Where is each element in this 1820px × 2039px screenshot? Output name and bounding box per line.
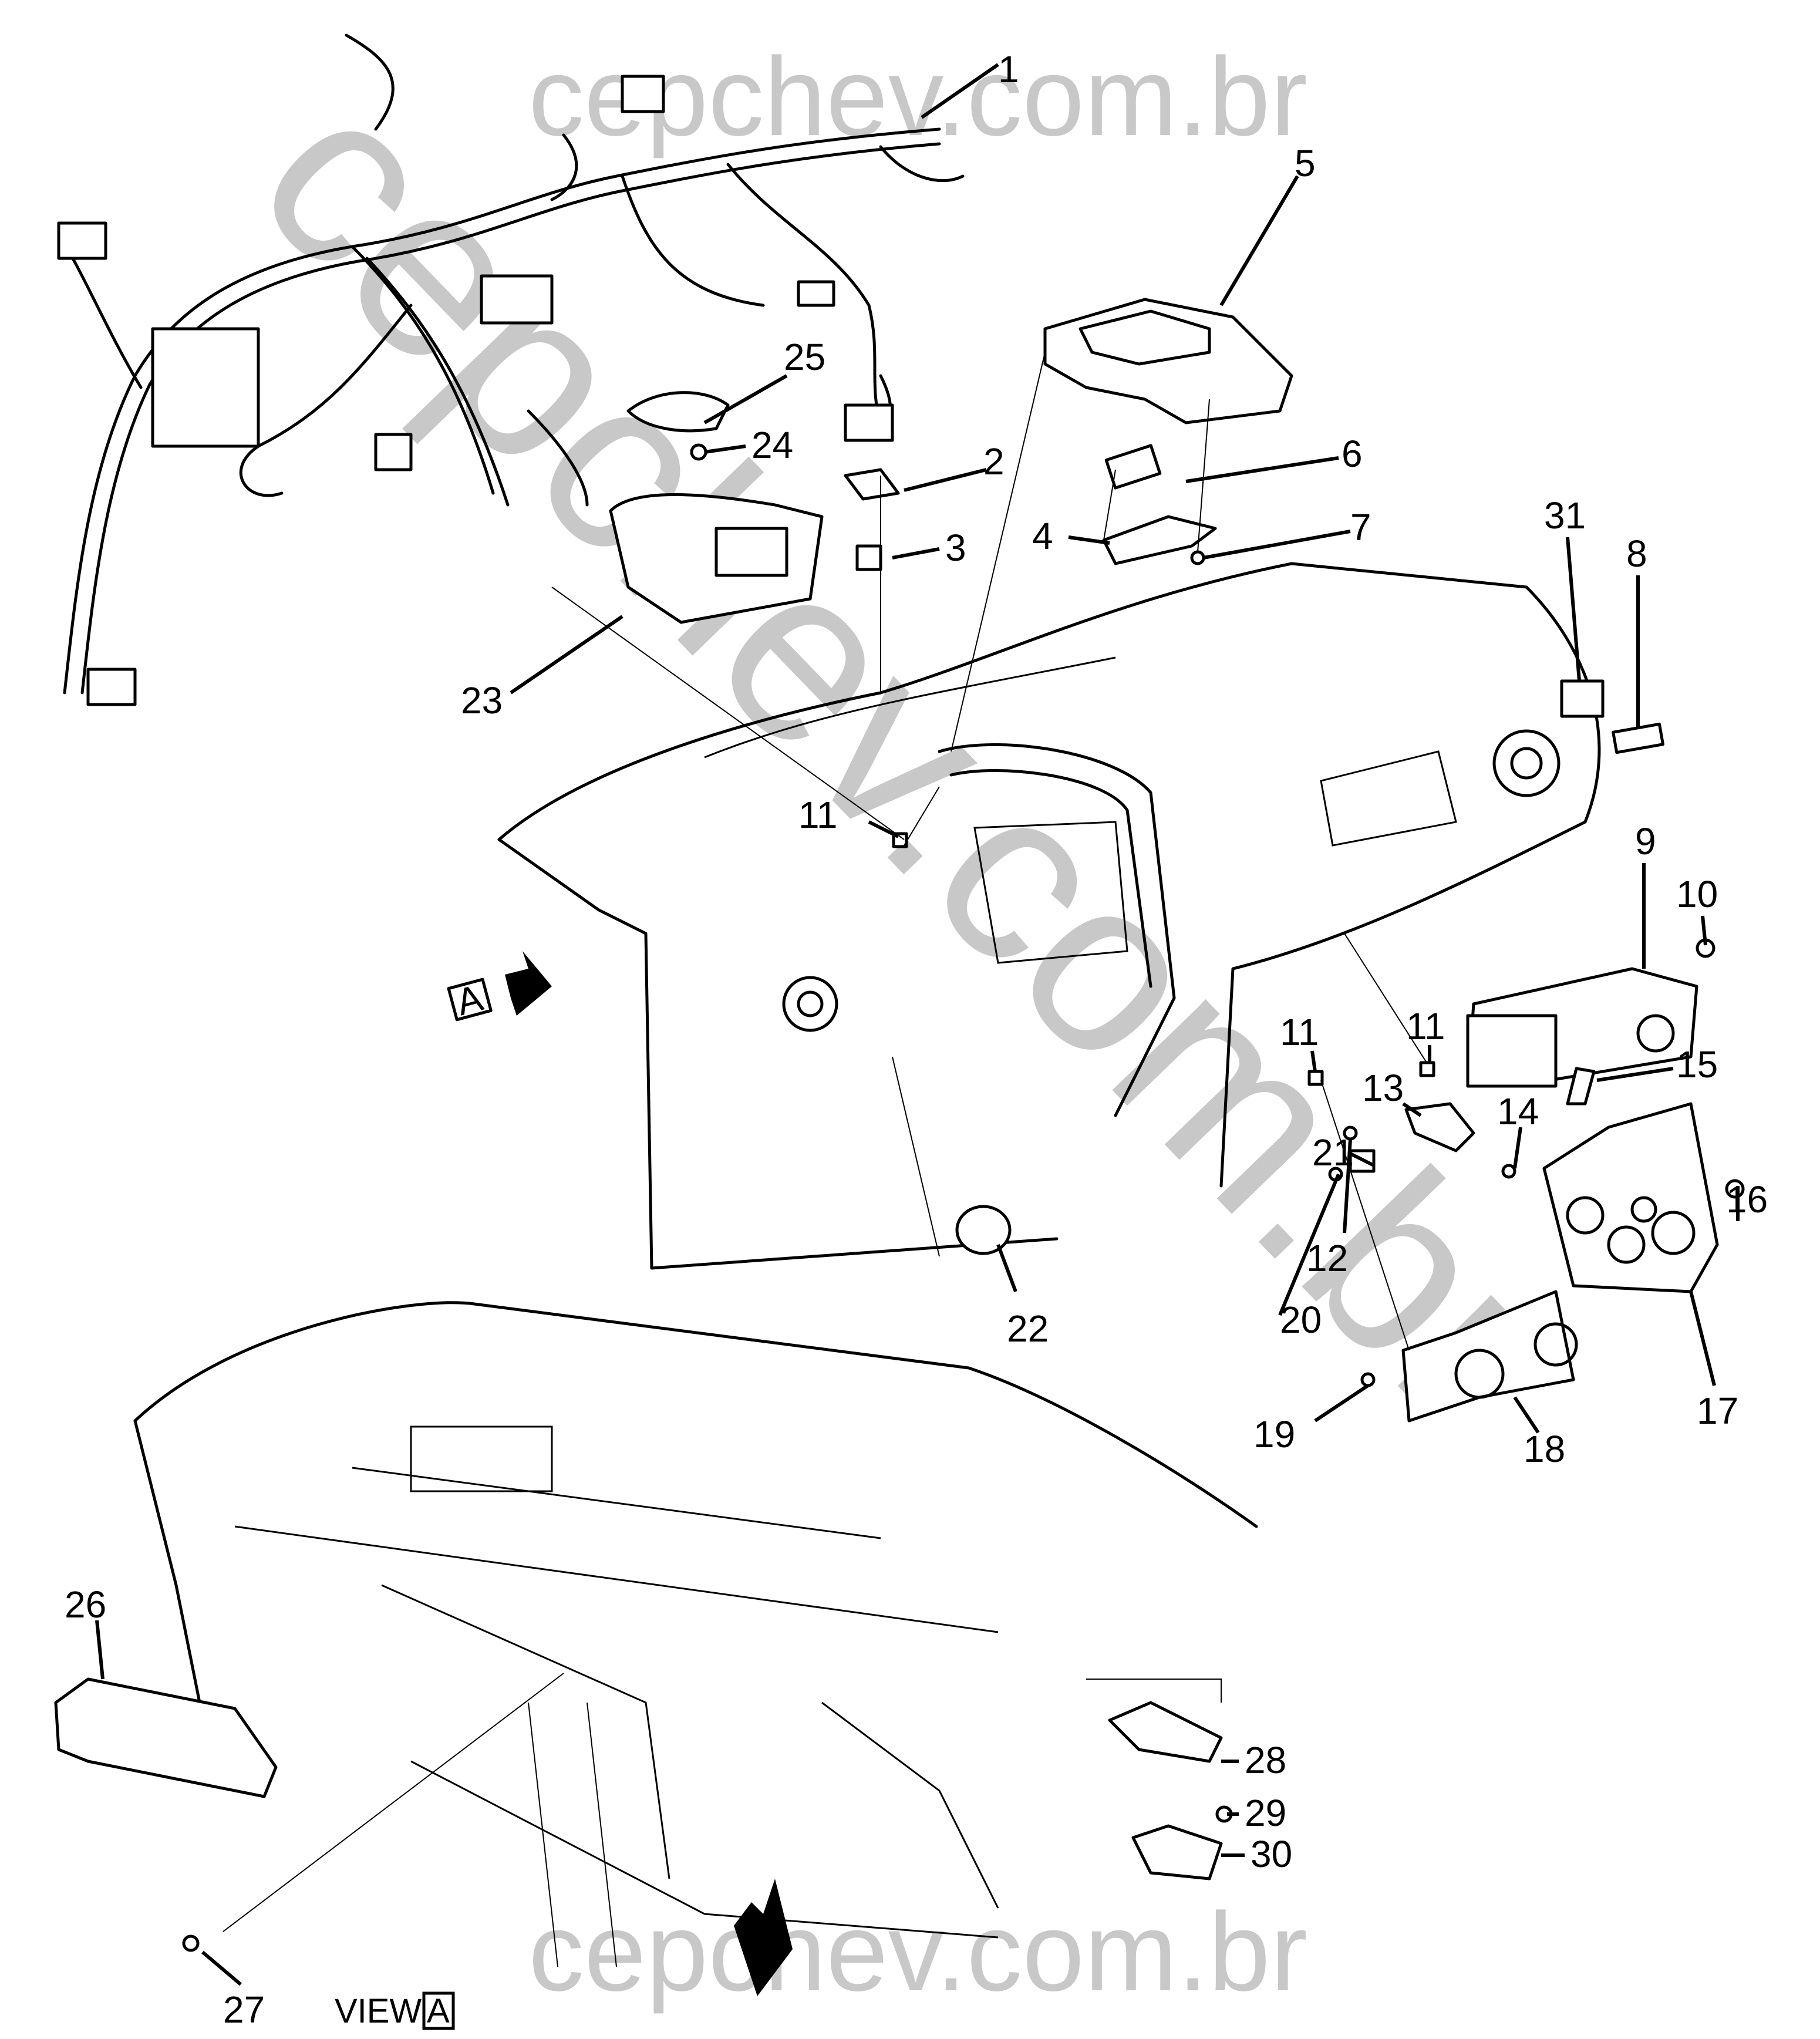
plate — [844, 468, 900, 501]
view-letter: A — [427, 1992, 450, 2030]
callout-26: 26 — [65, 1583, 106, 1626]
module-30 — [1131, 1824, 1223, 1880]
callout-2: 2 — [983, 440, 1005, 483]
callouts: 1 2 3 4 5 6 7 8 31 9 10 11 11 11 12 13 1… — [65, 48, 1768, 2031]
callout-3: 3 — [945, 527, 966, 569]
callout-19: 19 — [1253, 1413, 1295, 1455]
callout-8: 8 — [1626, 533, 1647, 575]
switch-31 — [1560, 679, 1605, 718]
callout-31: 31 — [1544, 494, 1586, 537]
callout-18: 18 — [1524, 1428, 1565, 1470]
callout-20: 20 — [1280, 1299, 1322, 1341]
climate-bezel — [1542, 1102, 1719, 1293]
screw-24 — [690, 443, 707, 461]
bracket-15 — [1566, 1067, 1596, 1106]
watermark-bottom: cepchev.com.br — [528, 1890, 1307, 2014]
view-word: VIEW — [335, 1992, 422, 2030]
radio-unit — [1466, 967, 1698, 1088]
arrow-icon — [505, 951, 552, 1016]
callout-16: 16 — [1726, 1178, 1768, 1221]
callout-27: 27 — [223, 1989, 265, 2031]
callout-29: 29 — [1245, 1792, 1286, 1834]
switch-22 — [955, 1205, 1012, 1255]
callout-4: 4 — [1032, 515, 1053, 557]
view-a-label: VIEW A — [335, 1991, 455, 2030]
trim-pad — [626, 391, 730, 433]
callout-30: 30 — [1251, 1833, 1292, 1875]
clip-11c — [1307, 1070, 1324, 1086]
leader-lines — [95, 63, 1740, 1986]
bolt-27 — [182, 1934, 200, 1952]
callout-9: 9 — [1635, 820, 1656, 862]
callout-11b: 11 — [1406, 1005, 1445, 1047]
callout-25: 25 — [784, 336, 825, 378]
climate-control — [1401, 1290, 1578, 1423]
clip-11b — [1419, 1061, 1435, 1077]
switch-module — [1104, 444, 1162, 490]
callout-6: 6 — [1342, 433, 1363, 475]
callout-28: 28 — [1245, 1739, 1286, 1781]
callout-22: 22 — [1007, 1307, 1049, 1350]
callout-14: 14 — [1497, 1090, 1539, 1133]
callout-24: 24 — [751, 424, 793, 466]
view-a-marker: A — [447, 951, 552, 1023]
wiring-harness — [57, 33, 965, 706]
arrow-icon-lower — [734, 1879, 793, 1996]
screw-14 — [1501, 1164, 1516, 1179]
bracket — [1102, 515, 1217, 565]
callout-17: 17 — [1697, 1390, 1738, 1432]
bracket-13 — [1404, 1102, 1475, 1152]
switch-8 — [1612, 722, 1665, 754]
instrument-panel — [497, 562, 1601, 1270]
callout-10: 10 — [1676, 873, 1718, 915]
bracket-28 — [1108, 1701, 1223, 1763]
callout-5: 5 — [1295, 142, 1316, 184]
callout-11a: 11 — [798, 794, 837, 836]
callout-7: 7 — [1350, 506, 1371, 548]
watermark-diagonal: cepchev.com.br — [208, 39, 1603, 1470]
callout-1: 1 — [998, 48, 1019, 90]
guide-lines — [223, 352, 1427, 1932]
callout-21: 21 — [1312, 1131, 1354, 1174]
callout-23: 23 — [461, 679, 503, 722]
callout-12: 12 — [1306, 1237, 1348, 1279]
callout-15: 15 — [1676, 1043, 1718, 1086]
airbag-26 — [54, 1677, 278, 1798]
connector — [855, 544, 882, 571]
screw-19 — [1360, 1372, 1376, 1387]
callout-13: 13 — [1362, 1067, 1404, 1109]
callout-11c: 11 — [1280, 1011, 1319, 1053]
